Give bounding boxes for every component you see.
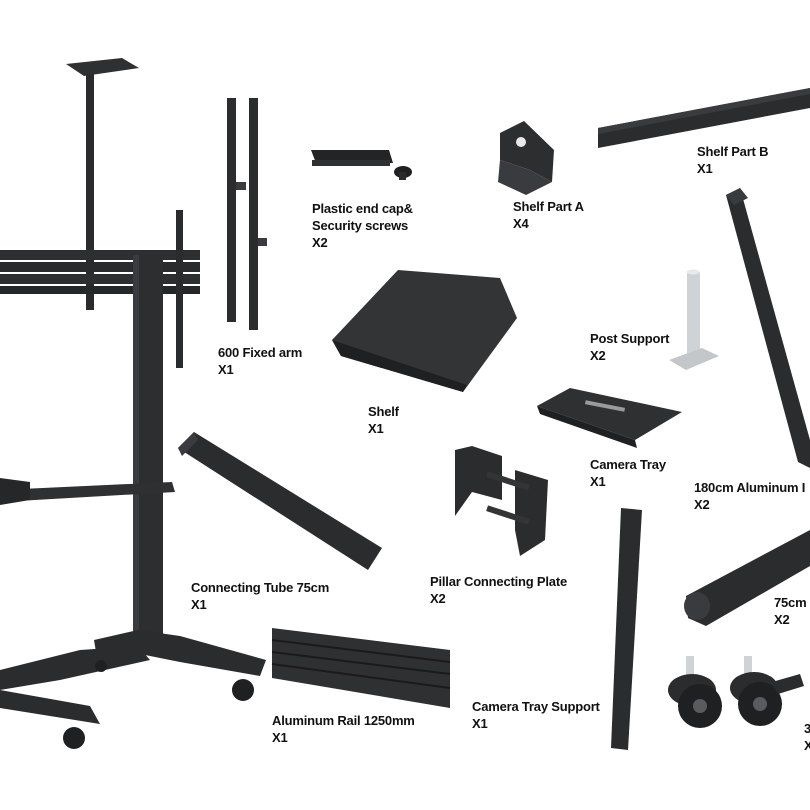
- part-name: Shelf: [368, 404, 399, 419]
- part-name: Shelf Part B: [697, 144, 769, 159]
- part-qty: X2: [694, 497, 710, 512]
- end-cap-image: [311, 150, 412, 180]
- label-180cm-aluminum: 180cm Aluminum I X2: [694, 479, 805, 513]
- caster-wheels-image: [668, 656, 804, 728]
- part-name: Aluminum Rail 1250mm: [272, 713, 415, 728]
- label-connecting-tube: Connecting Tube 75cm X1: [191, 579, 329, 613]
- long-pillar-image: [726, 188, 810, 468]
- part-name: 600 Fixed arm: [218, 345, 303, 360]
- corner-bracket-image: [498, 121, 554, 195]
- part-qty: X1: [697, 161, 713, 176]
- part-qty: X2: [774, 612, 790, 627]
- fixed-arm-image: [227, 98, 267, 330]
- part-qty: X: [804, 738, 810, 753]
- label-pillar-connecting-plate: Pillar Connecting Plate X2: [430, 573, 567, 607]
- profile-image: [598, 88, 810, 148]
- part-qty: X2: [590, 348, 606, 363]
- label-shelf-part-b: Shelf Part B X1: [697, 143, 768, 177]
- label-post-support: Post Support X2: [590, 330, 669, 364]
- label-camera-tray-support: Camera Tray Support X1: [472, 698, 600, 732]
- part-qty: X1: [368, 421, 384, 436]
- part-name: Plastic end cap&: [312, 201, 413, 216]
- part-qty: X4: [513, 216, 529, 231]
- part-name: Shelf Part A: [513, 199, 584, 214]
- part-name: Connecting Tube 75cm: [191, 580, 330, 595]
- slim-post-image: [611, 508, 642, 750]
- shelf-plate-image: [332, 270, 517, 392]
- part-qty: X1: [272, 730, 288, 745]
- tube-image: [178, 432, 382, 570]
- part-qty: X2: [430, 591, 446, 606]
- post-support-image: [669, 269, 719, 370]
- part-name: Camera Tray Support: [472, 699, 600, 714]
- part-qty: X1: [191, 597, 207, 612]
- label-600-fixed-arm: 600 Fixed arm X1: [218, 344, 302, 378]
- part-name: 75cm: [774, 595, 807, 610]
- part-qty: X1: [472, 716, 488, 731]
- label-aluminum-rail: Aluminum Rail 1250mm X1: [272, 712, 415, 746]
- label-shelf: Shelf X1: [368, 403, 399, 437]
- part-name: Post Support: [590, 331, 670, 346]
- part-name: Pillar Connecting Plate: [430, 574, 567, 589]
- part-qty: X1: [218, 362, 234, 377]
- part-qty: X2: [312, 235, 328, 250]
- part-name: Camera Tray: [590, 457, 666, 472]
- part-name: 3: [804, 721, 810, 736]
- double-bracket-image: [455, 446, 548, 556]
- camera-tray-image: [537, 388, 682, 448]
- part-name: 180cm Aluminum I: [694, 480, 806, 495]
- rail-image: [271, 628, 451, 708]
- label-shelf-part-a: Shelf Part A X4: [513, 198, 584, 232]
- label-camera-tray: Camera Tray X1: [590, 456, 666, 490]
- assembled-stand-image: [0, 58, 266, 749]
- base-leg-image: [684, 530, 810, 626]
- label-plastic-end-cap: Plastic end cap& Security screws X2: [312, 200, 413, 251]
- part-qty: X1: [590, 474, 606, 489]
- label-casters: 3 X: [804, 720, 810, 754]
- part-name-line2: Security screws: [312, 218, 409, 233]
- label-75cm: 75cm X2: [774, 594, 807, 628]
